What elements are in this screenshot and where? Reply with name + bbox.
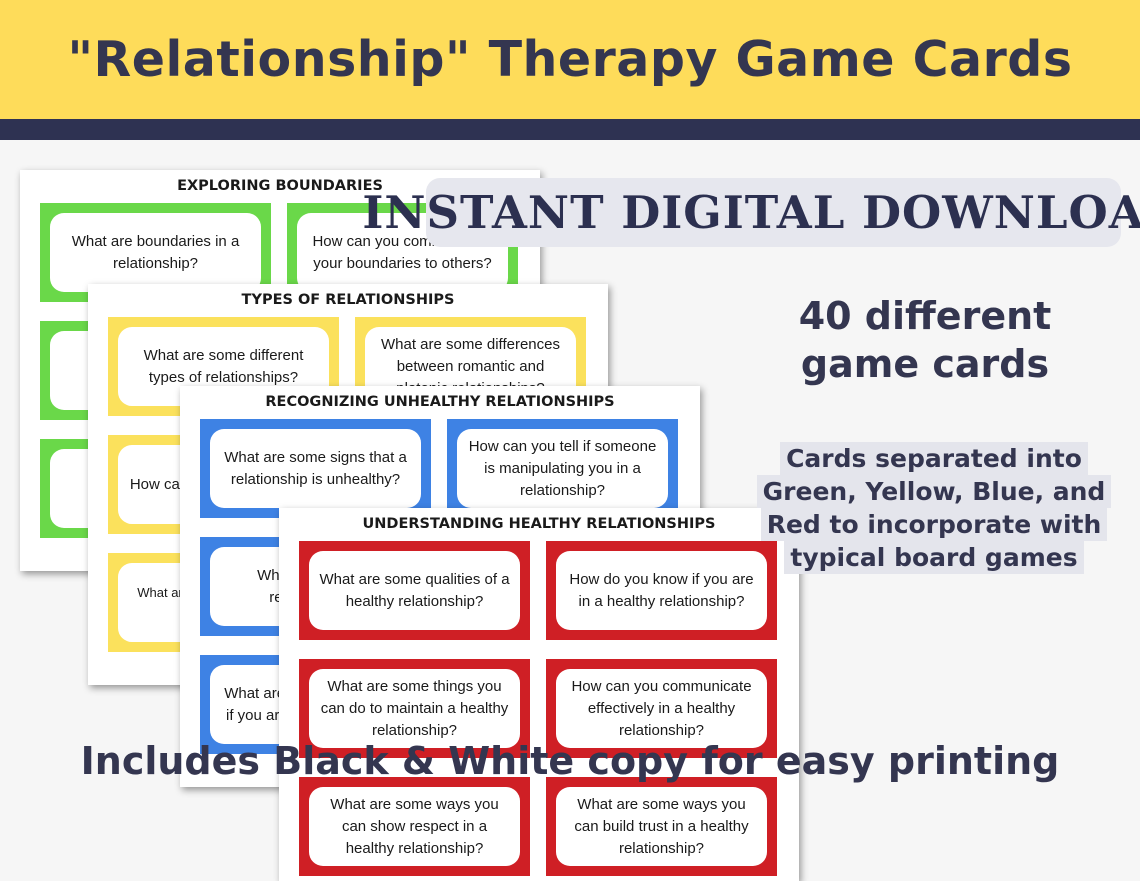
black-white-note: Includes Black & White copy for easy pri…	[80, 739, 1060, 783]
sheet-title: UNDERSTANDING HEALTHY RELATIONSHIPS	[362, 516, 716, 532]
game-card: How do you know if you are in a healthy …	[546, 541, 777, 640]
card-count-line: game cards	[800, 342, 1050, 386]
game-card: What are some ways you can build trust i…	[546, 777, 777, 876]
sheet-title: EXPLORING BOUNDARIES	[177, 178, 383, 194]
header-banner: "Relationship" Therapy Game Cards	[0, 0, 1140, 119]
game-card: How can you communicate effectively in a…	[546, 659, 777, 758]
card-question: How can you tell if someone is manipulat…	[457, 429, 668, 508]
sheet-title: TYPES OF RELATIONSHIPS	[241, 292, 455, 308]
note-line: Cards separated into	[780, 442, 1088, 475]
game-card: What are some qualities of a healthy rel…	[299, 541, 530, 640]
game-card: What are boundaries in a relationship?	[40, 203, 271, 302]
game-card: How can you tell if someone is manipulat…	[447, 419, 678, 518]
card-question: How can you communicate effectively in a…	[556, 669, 767, 748]
card-question: What are some things you can do to maint…	[309, 669, 520, 748]
card-question: What are some signs that a relationship …	[210, 429, 421, 508]
note-line: typical board games	[784, 541, 1084, 574]
color-groups-note: Cards separated into Green, Yellow, Blue…	[748, 442, 1120, 574]
card-question: How do you know if you are in a healthy …	[556, 551, 767, 630]
sheet-title: RECOGNIZING UNHEALTHY RELATIONSHIPS	[265, 394, 615, 410]
note-line: Green, Yellow, Blue, and	[756, 475, 1112, 508]
card-question: What are some qualities of a healthy rel…	[309, 551, 520, 630]
card-question: What are some ways you can show respect …	[309, 787, 520, 866]
page-title: "Relationship" Therapy Game Cards	[67, 31, 1073, 88]
sheet-understanding-healthy: UNDERSTANDING HEALTHY RELATIONSHIPS What…	[279, 508, 799, 881]
card-question: What are boundaries in a relationship?	[50, 213, 261, 292]
card-count-line: 40 different	[798, 294, 1052, 338]
game-card: What are some things you can do to maint…	[299, 659, 530, 758]
instant-download-badge: INSTANT DIGITAL DOWNLOAD	[362, 178, 1140, 247]
game-card: What are some ways you can show respect …	[299, 777, 530, 876]
card-question: What are some ways you can build trust i…	[556, 787, 767, 866]
game-card: What are some signs that a relationship …	[200, 419, 431, 518]
note-line: Red to incorporate with	[760, 508, 1108, 541]
header-stripe	[0, 119, 1140, 140]
card-count-text: 40 different game cards	[740, 292, 1110, 388]
